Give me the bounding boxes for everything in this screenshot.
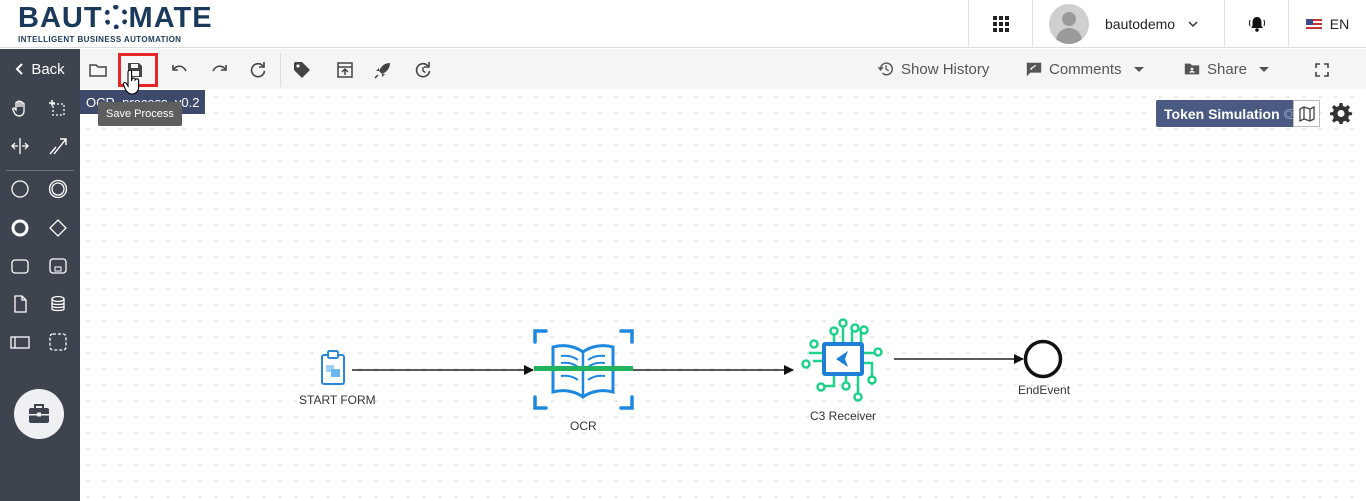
- data-store-tool[interactable]: [46, 292, 70, 316]
- chevron-left-icon: [15, 63, 24, 75]
- start-event-tool[interactable]: [8, 177, 32, 201]
- palette-divider: [6, 170, 74, 171]
- notifications-button[interactable]: [1224, 0, 1288, 48]
- show-history-button[interactable]: Show History: [877, 60, 989, 78]
- gateway-tool[interactable]: [46, 216, 70, 240]
- undo-icon: [172, 65, 187, 72]
- start-form-label: START FORM: [299, 393, 376, 407]
- token-simulation-button[interactable]: Token Simulation: [1156, 100, 1308, 127]
- language-label: EN: [1329, 16, 1350, 32]
- ocr-task-node[interactable]: [533, 329, 634, 410]
- editor-toolbar: Show History Comments Share: [80, 49, 1366, 89]
- fullscreen-icon: [1315, 63, 1329, 77]
- toolbox-button[interactable]: [14, 389, 64, 439]
- task-tool[interactable]: [8, 254, 32, 278]
- hand-icon: [12, 100, 25, 117]
- group-tool[interactable]: [46, 330, 70, 354]
- history-icon: [877, 62, 894, 76]
- history-refresh-button[interactable]: [412, 59, 434, 81]
- publish-button[interactable]: [334, 59, 356, 81]
- share-folder-icon: [1184, 63, 1200, 75]
- chevron-down-icon: [1188, 21, 1198, 28]
- connect-tool[interactable]: [46, 134, 70, 158]
- upload-box-icon: [337, 62, 353, 78]
- circle-thick-icon: [11, 219, 29, 237]
- logo-tagline: INTELLIGENT BUSINESS AUTOMATION: [18, 35, 182, 44]
- apps-grid-button[interactable]: [968, 0, 1032, 48]
- toolbox-icon: [29, 404, 49, 423]
- toolbar-divider: [280, 53, 281, 87]
- minimap-button[interactable]: [1293, 100, 1320, 127]
- tag-icon: [294, 62, 310, 78]
- undo-button[interactable]: [169, 59, 191, 81]
- start-form-node[interactable]: [321, 350, 345, 385]
- space-tool[interactable]: [8, 134, 32, 158]
- diagram-canvas[interactable]: [80, 89, 1366, 501]
- double-circle-icon: [48, 179, 68, 199]
- us-flag-icon: [1305, 18, 1322, 30]
- group-icon: [49, 333, 67, 351]
- c3-receiver-node[interactable]: [801, 318, 883, 402]
- subprocess-icon: [49, 258, 67, 274]
- redo-icon: [212, 65, 227, 72]
- lasso-icon: [49, 100, 65, 116]
- deploy-button[interactable]: [372, 59, 394, 81]
- ocr-label: OCR: [570, 419, 597, 433]
- end-event-label: EndEvent: [1018, 383, 1071, 397]
- end-event-tool[interactable]: [8, 216, 32, 240]
- intermediate-event-tool[interactable]: [46, 177, 70, 201]
- avatar: [1049, 4, 1089, 44]
- hand-tool[interactable]: [8, 97, 32, 121]
- settings-gear-icon[interactable]: [1330, 102, 1352, 124]
- end-event-node[interactable]: [1023, 339, 1063, 379]
- caret-down-icon: [1133, 66, 1144, 72]
- tag-button[interactable]: [291, 59, 313, 81]
- circle-thin-icon: [11, 180, 29, 198]
- caret-down-icon: [1259, 66, 1270, 72]
- user-menu[interactable]: bautodemo: [1032, 0, 1224, 48]
- share-dropdown[interactable]: Share: [1183, 60, 1270, 78]
- user-name: bautodemo: [1105, 16, 1176, 32]
- refresh-button[interactable]: [247, 59, 269, 81]
- map-icon: [1298, 105, 1315, 122]
- database-icon: [51, 295, 65, 312]
- pool-icon: [10, 336, 30, 349]
- document-icon: [14, 295, 27, 313]
- apps-grid-icon: [992, 16, 1009, 32]
- folder-icon: [89, 64, 107, 77]
- connect-icon: [49, 138, 67, 155]
- rocket-icon: [374, 63, 390, 79]
- rounded-rect-icon: [11, 259, 29, 274]
- pool-tool[interactable]: [8, 330, 32, 354]
- space-icon: [11, 138, 29, 154]
- back-button[interactable]: Back: [0, 49, 80, 89]
- language-selector[interactable]: EN: [1288, 0, 1366, 48]
- gear-logo-icon: [103, 5, 128, 29]
- palette-sidebar: Back: [0, 49, 80, 501]
- fullscreen-button[interactable]: [1311, 59, 1333, 81]
- lasso-tool[interactable]: [46, 97, 70, 121]
- save-tooltip: Save Process: [98, 102, 182, 126]
- comments-dropdown[interactable]: Comments: [1025, 60, 1144, 78]
- refresh-icon: [250, 62, 266, 78]
- subprocess-tool[interactable]: [46, 254, 70, 278]
- diamond-icon: [49, 219, 67, 237]
- clock-refresh-icon: [415, 62, 431, 78]
- comment-icon: [1026, 62, 1042, 77]
- bell-icon: [1248, 17, 1265, 32]
- c3-receiver-label: C3 Receiver: [810, 409, 877, 423]
- hand-pointer-cursor-icon: [122, 70, 140, 95]
- redo-button[interactable]: [208, 59, 230, 81]
- back-label: Back: [31, 60, 65, 78]
- data-object-tool[interactable]: [8, 292, 32, 316]
- open-button[interactable]: [87, 59, 109, 81]
